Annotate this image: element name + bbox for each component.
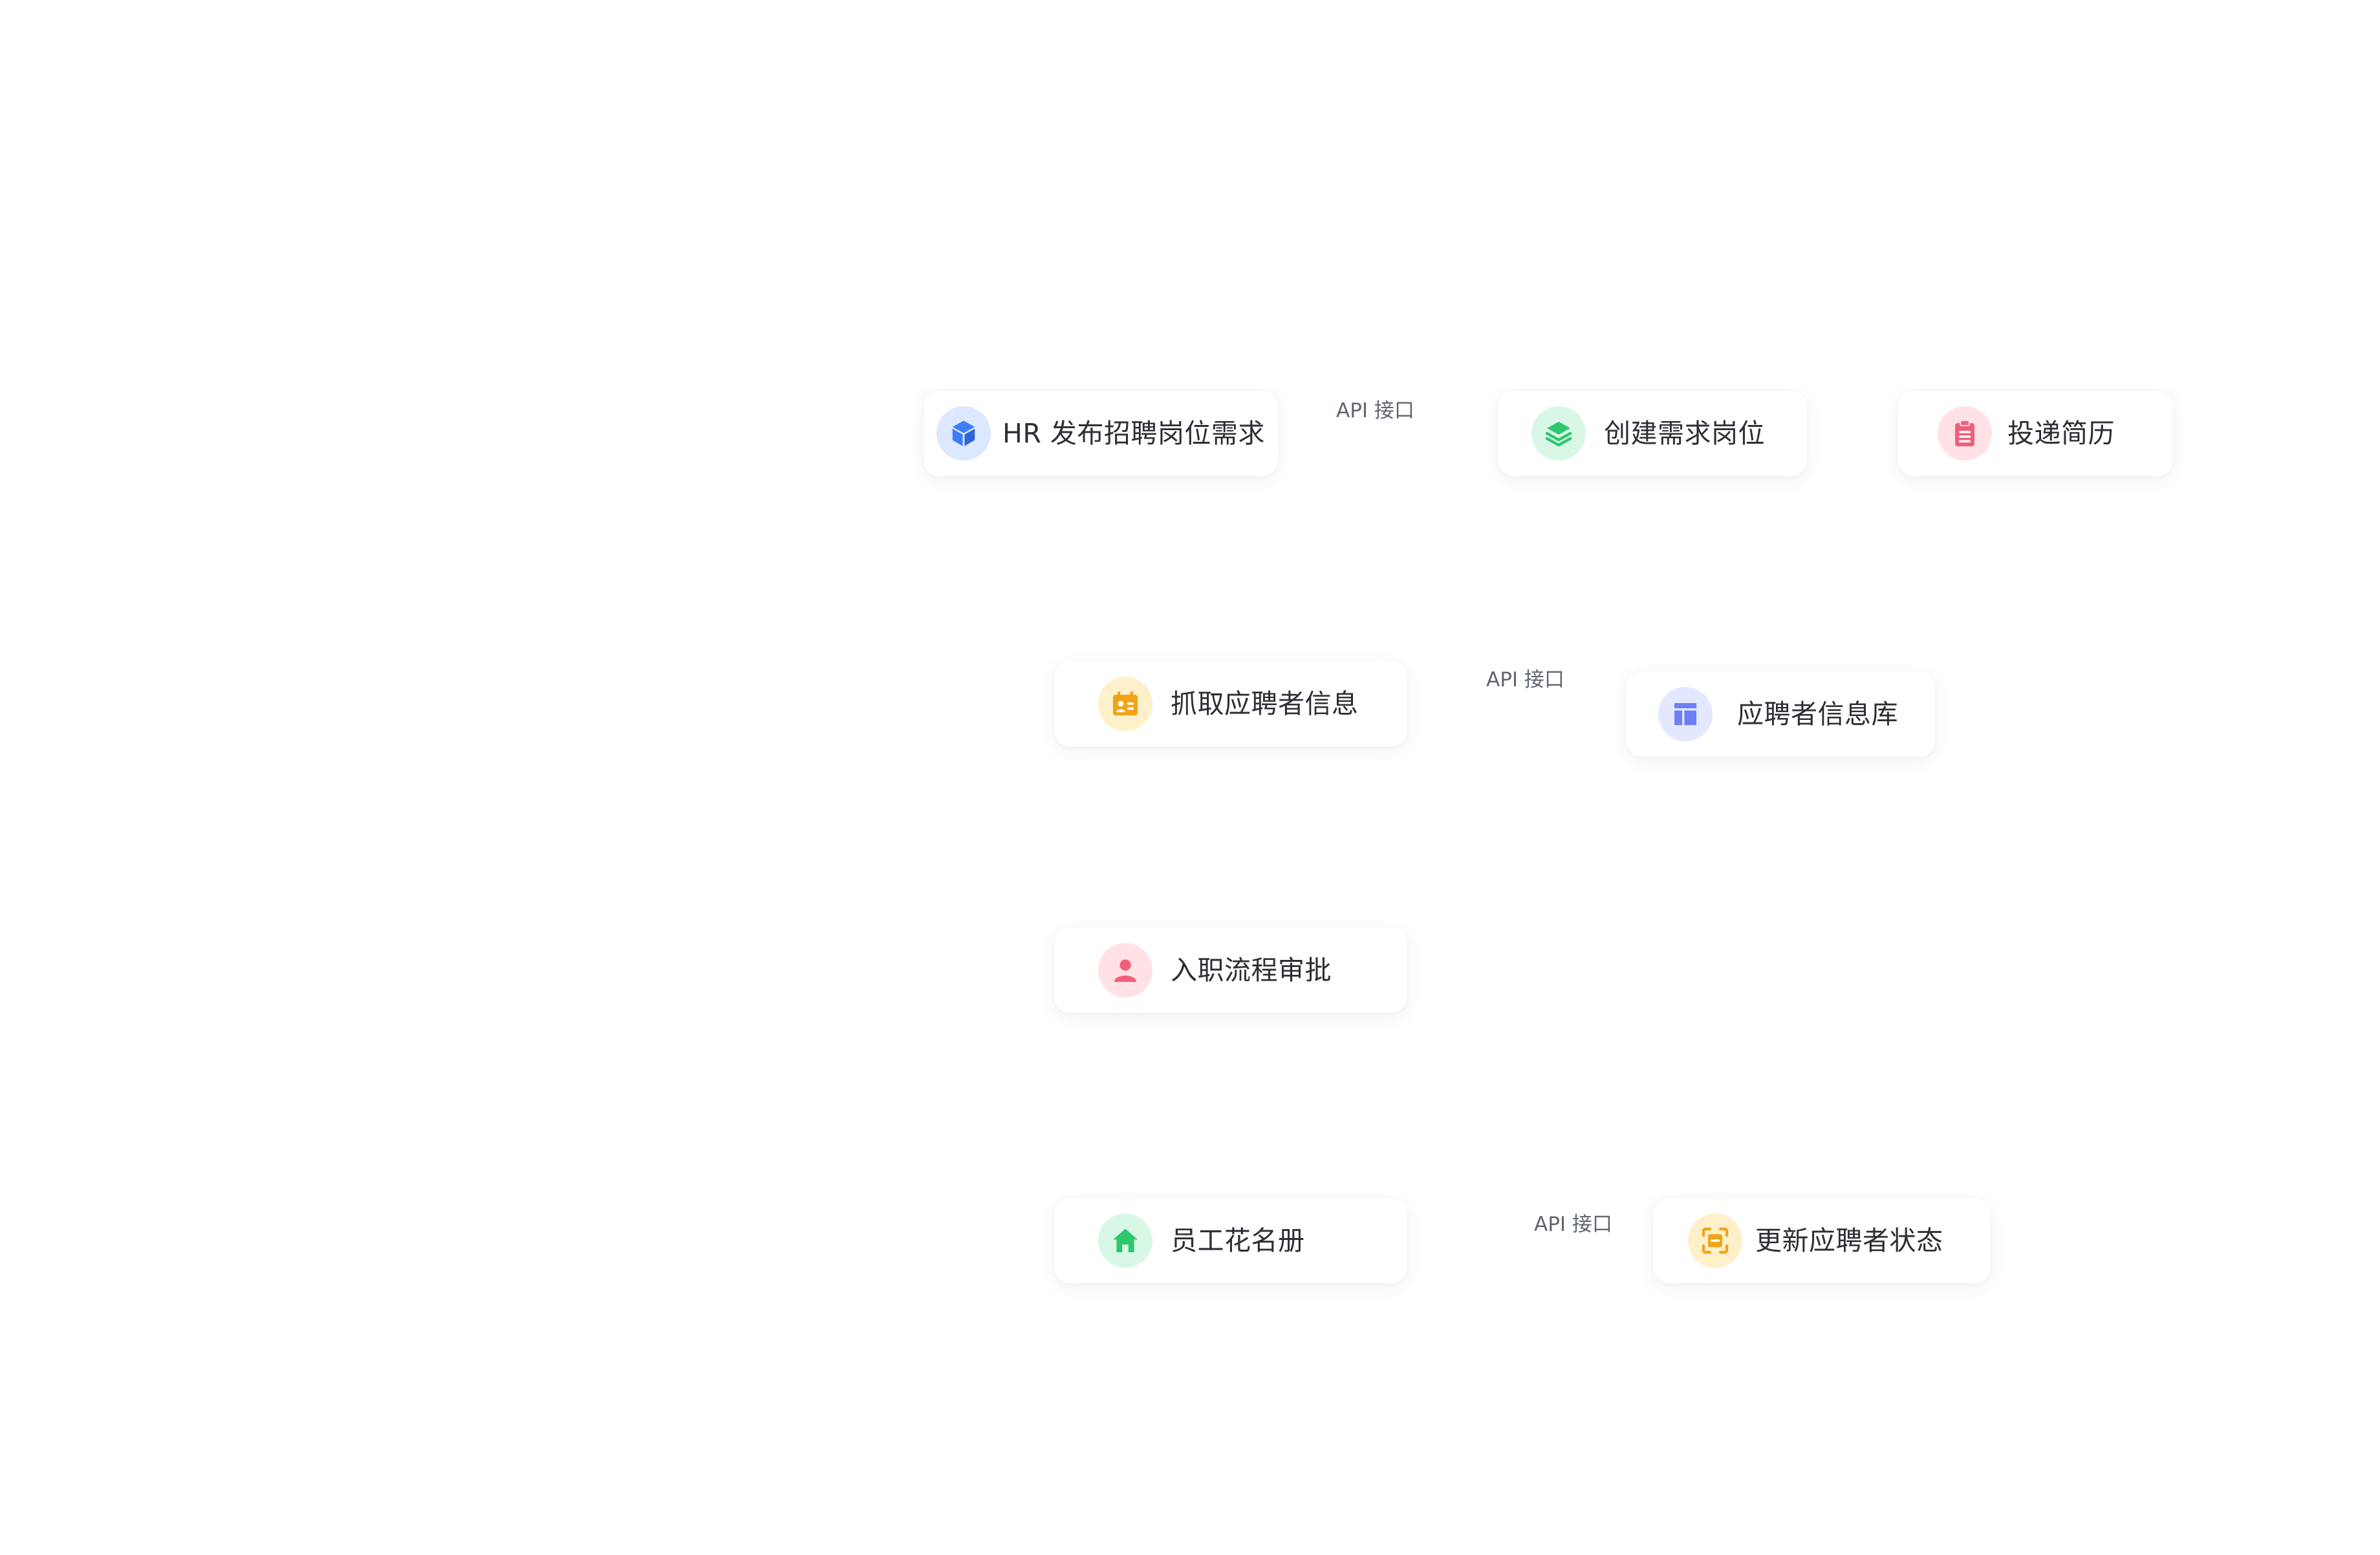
edge-label-api: API 接口 bbox=[1486, 668, 1564, 691]
layers-icon bbox=[1531, 406, 1586, 461]
node-submit-resume[interactable]: 投递简历 bbox=[1898, 391, 2173, 476]
node-employee-roster[interactable]: 员工花名册 bbox=[1054, 1198, 1407, 1283]
edge-label-api: API 接口 bbox=[1534, 1213, 1612, 1236]
cube-icon bbox=[936, 406, 991, 461]
node-update-applicant-status[interactable]: 更新应聘者状态 bbox=[1653, 1198, 1991, 1283]
node-label: 更新应聘者状态 bbox=[1755, 1225, 1943, 1256]
edge-label-api: API 接口 bbox=[1336, 399, 1414, 422]
node-create-position[interactable]: 创建需求岗位 bbox=[1498, 391, 1807, 476]
home-icon bbox=[1098, 1213, 1152, 1268]
node-label: 投递简历 bbox=[2007, 418, 2115, 449]
node-onboarding-approval[interactable]: 入职流程审批 bbox=[1054, 928, 1407, 1013]
id-card-icon bbox=[1098, 677, 1152, 731]
clipboard-icon bbox=[1938, 406, 1992, 461]
user-icon bbox=[1098, 943, 1152, 997]
node-fetch-applicant[interactable]: 抓取应聘者信息 bbox=[1054, 661, 1407, 746]
node-label: HR 发布招聘岗位需求 bbox=[1002, 418, 1265, 449]
table-layout-icon bbox=[1658, 687, 1713, 741]
node-label: 抓取应聘者信息 bbox=[1171, 688, 1359, 719]
node-label: 入职流程审批 bbox=[1171, 955, 1332, 986]
node-applicant-db[interactable]: 应聘者信息库 bbox=[1626, 671, 1935, 757]
node-label: 员工花名册 bbox=[1171, 1225, 1305, 1256]
scan-icon bbox=[1688, 1213, 1742, 1268]
node-hr-publish[interactable]: HR 发布招聘岗位需求 bbox=[924, 391, 1278, 476]
node-label: 应聘者信息库 bbox=[1737, 699, 1898, 730]
node-label: 创建需求岗位 bbox=[1604, 418, 1765, 449]
